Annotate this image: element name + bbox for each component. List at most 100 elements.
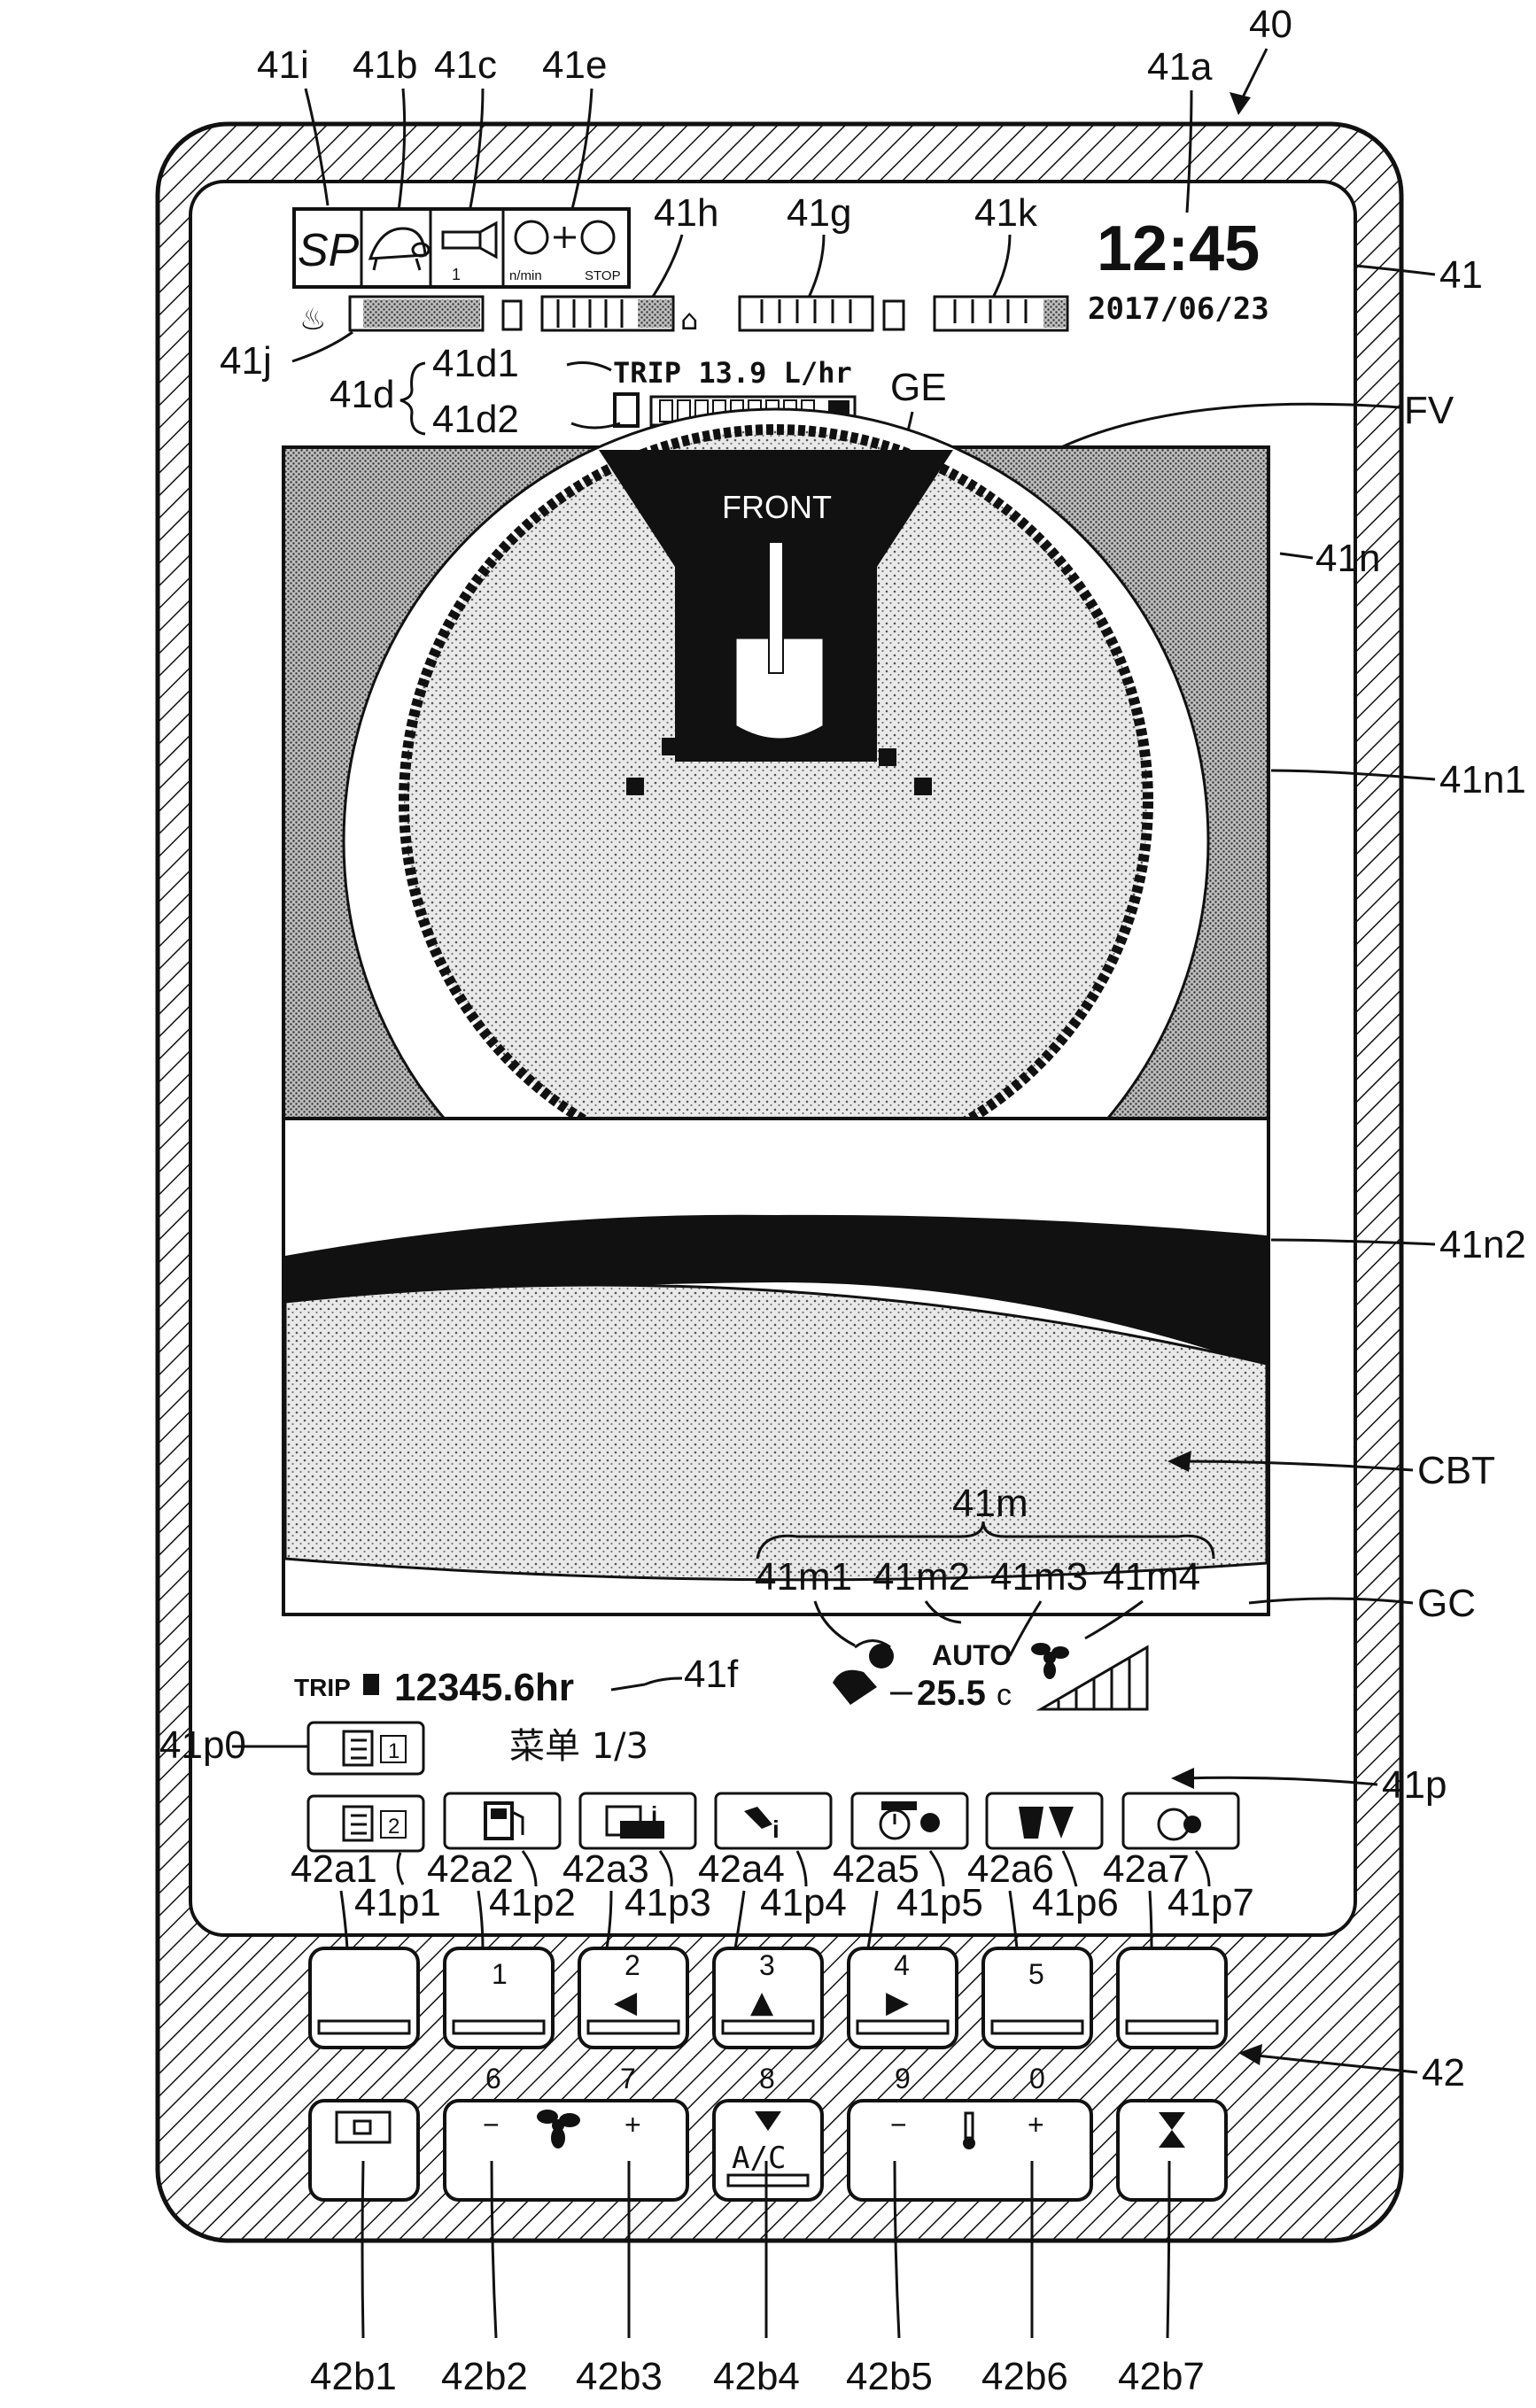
label-41d1: 41d1 xyxy=(432,342,519,385)
label-41d: 41d xyxy=(330,373,394,416)
menu-item-fuel-button[interactable] xyxy=(443,1792,562,1850)
trip-fuel-rate: TRIP 13.9 L/hr xyxy=(613,356,852,390)
svg-text:♨: ♨ xyxy=(299,302,326,337)
switch-42a3[interactable]: 2◀ xyxy=(578,1947,689,2049)
label-41p0: 41p0 xyxy=(159,1723,246,1767)
label-41m4: 41m4 xyxy=(1103,1555,1200,1599)
bottom-ref-labels: 42b1 42b2 42b3 42b4 42b5 42b6 42b7 xyxy=(310,2355,1205,2398)
svg-text:42a4: 42a4 xyxy=(698,1847,785,1891)
switch-42b7[interactable] xyxy=(1116,2099,1228,2202)
switch-42a4[interactable]: 3▲ xyxy=(712,1947,824,2049)
menu-item-engine-button[interactable] xyxy=(1121,1792,1240,1850)
svg-text:41p7: 41p7 xyxy=(1168,1881,1254,1924)
menu-title: 菜单 1/3 xyxy=(509,1726,648,1767)
svg-text:▶: ▶ xyxy=(886,1985,910,2020)
menu-level-1-button[interactable]: 1 xyxy=(306,1721,425,1776)
trip-hours-prefix: TRIP xyxy=(294,1674,351,1701)
label-41f: 41f xyxy=(684,1653,739,1696)
label-fv: FV xyxy=(1404,389,1455,432)
label-41a: 41a xyxy=(1147,45,1213,89)
label-41g: 41g xyxy=(787,191,851,235)
svg-text:i: i xyxy=(651,1801,657,1828)
def-gauge: ♨ xyxy=(299,295,485,337)
clock-date: 2017/06/23 xyxy=(1088,291,1269,327)
svg-text:⌂: ⌂ xyxy=(680,303,698,337)
fan-level-bars xyxy=(1036,1645,1149,1711)
machine-icon xyxy=(733,636,826,741)
menu-item-machine-info-button[interactable]: i xyxy=(578,1792,697,1850)
menu-level-2-number: 2 xyxy=(388,1815,400,1839)
temperature-switch[interactable]: − + xyxy=(847,2099,1093,2202)
label-41n: 41n xyxy=(1315,537,1380,580)
switch-42a5[interactable]: 4▶ xyxy=(847,1947,958,2049)
menu-level-1-number: 1 xyxy=(388,1739,400,1763)
svg-text:42b1: 42b1 xyxy=(310,2355,397,2398)
fan-speed-switch[interactable]: − + xyxy=(443,2099,689,2202)
svg-text:5: 5 xyxy=(1028,1958,1044,1990)
label-41d2: 41d2 xyxy=(432,398,519,441)
label-41m3: 41m3 xyxy=(990,1555,1088,1599)
switch-42b1[interactable] xyxy=(308,2099,420,2202)
menu-ref-labels: 42a1 41p1 42a2 41p2 42a3 41p3 42a4 41p4 … xyxy=(291,1847,1254,1924)
svg-text:3: 3 xyxy=(759,1949,775,1981)
svg-text:◀: ◀ xyxy=(614,1985,638,2020)
thermometer-icon xyxy=(963,2111,975,2149)
label-41b: 41b xyxy=(353,43,417,87)
temp-unit: c xyxy=(997,1678,1012,1712)
svg-text:42b3: 42b3 xyxy=(576,2355,663,2398)
switch-42a6[interactable]: 5 xyxy=(981,1947,1093,2049)
turtle-icon xyxy=(368,227,431,271)
coolant-temp-gauge: ⌂ xyxy=(680,295,874,337)
label-41k: 41k xyxy=(974,191,1038,235)
svg-text:42a7: 42a7 xyxy=(1103,1847,1190,1891)
switch-42a2[interactable]: 1 xyxy=(443,1947,555,2049)
svg-text:9: 9 xyxy=(895,2063,911,2094)
switch-42a1[interactable] xyxy=(308,1947,420,2049)
menu-item-timer-button[interactable] xyxy=(850,1792,969,1850)
engine-speed-unit: n/min xyxy=(509,268,542,283)
label-41j: 41j xyxy=(220,339,272,383)
switch-row-2-numbers: 6 7 8 9 0 xyxy=(485,2063,1045,2094)
fan-icon xyxy=(1031,1643,1069,1679)
svg-text:42b2: 42b2 xyxy=(441,2355,528,2398)
svg-text:41p3: 41p3 xyxy=(624,1881,711,1924)
clock-time: 12:45 xyxy=(1097,213,1260,284)
svg-text:−: − xyxy=(483,2109,500,2141)
svg-text:41p1: 41p1 xyxy=(354,1881,441,1924)
label-41e: 41e xyxy=(542,43,607,87)
svg-text:42a6: 42a6 xyxy=(967,1847,1054,1891)
fan-icon-switch xyxy=(537,2110,580,2149)
svg-text:42a2: 42a2 xyxy=(427,1847,514,1891)
label-41m2: 41m2 xyxy=(873,1555,970,1599)
menu-item-camera-view-button[interactable] xyxy=(985,1792,1104,1850)
label-41: 41 xyxy=(1439,253,1483,297)
auto-mode-text: AUTO xyxy=(932,1639,1012,1671)
label-41p: 41p xyxy=(1382,1763,1447,1807)
svg-text:42a5: 42a5 xyxy=(833,1847,919,1891)
status-icon-strip: SP 1 n/min STOP xyxy=(292,207,631,289)
label-42: 42 xyxy=(1422,2051,1465,2094)
hydraulic-oil-temp-gauge xyxy=(882,295,1069,332)
attachment-icon xyxy=(441,221,498,259)
label-41m: 41m xyxy=(952,1482,1028,1525)
svg-text:+: + xyxy=(1028,2109,1044,2141)
fuel-gauge xyxy=(501,295,675,332)
svg-text:7: 7 xyxy=(620,2063,636,2094)
menu-item-list-button[interactable]: 2 xyxy=(306,1794,425,1853)
svg-text:41p5: 41p5 xyxy=(896,1881,983,1924)
ac-switch[interactable]: A/C xyxy=(712,2099,824,2202)
svg-text:A/C: A/C xyxy=(732,2141,786,2176)
svg-text:41p4: 41p4 xyxy=(760,1881,847,1924)
svg-text:42b4: 42b4 xyxy=(713,2355,800,2398)
menu-item-wrench-button[interactable]: i xyxy=(714,1792,833,1850)
svg-text:42b7: 42b7 xyxy=(1118,2355,1205,2398)
defrost-seat-icon xyxy=(833,1639,894,1705)
switch-42a7[interactable] xyxy=(1116,1947,1228,2049)
svg-text:42b6: 42b6 xyxy=(981,2355,1068,2398)
svg-text:▲: ▲ xyxy=(750,1985,774,2020)
svg-text:0: 0 xyxy=(1029,2063,1045,2094)
label-41n2: 41n2 xyxy=(1439,1223,1526,1266)
set-temperature: 25.5 xyxy=(917,1674,986,1713)
label-device: 40 xyxy=(1249,3,1292,46)
svg-text:4: 4 xyxy=(894,1949,910,1981)
